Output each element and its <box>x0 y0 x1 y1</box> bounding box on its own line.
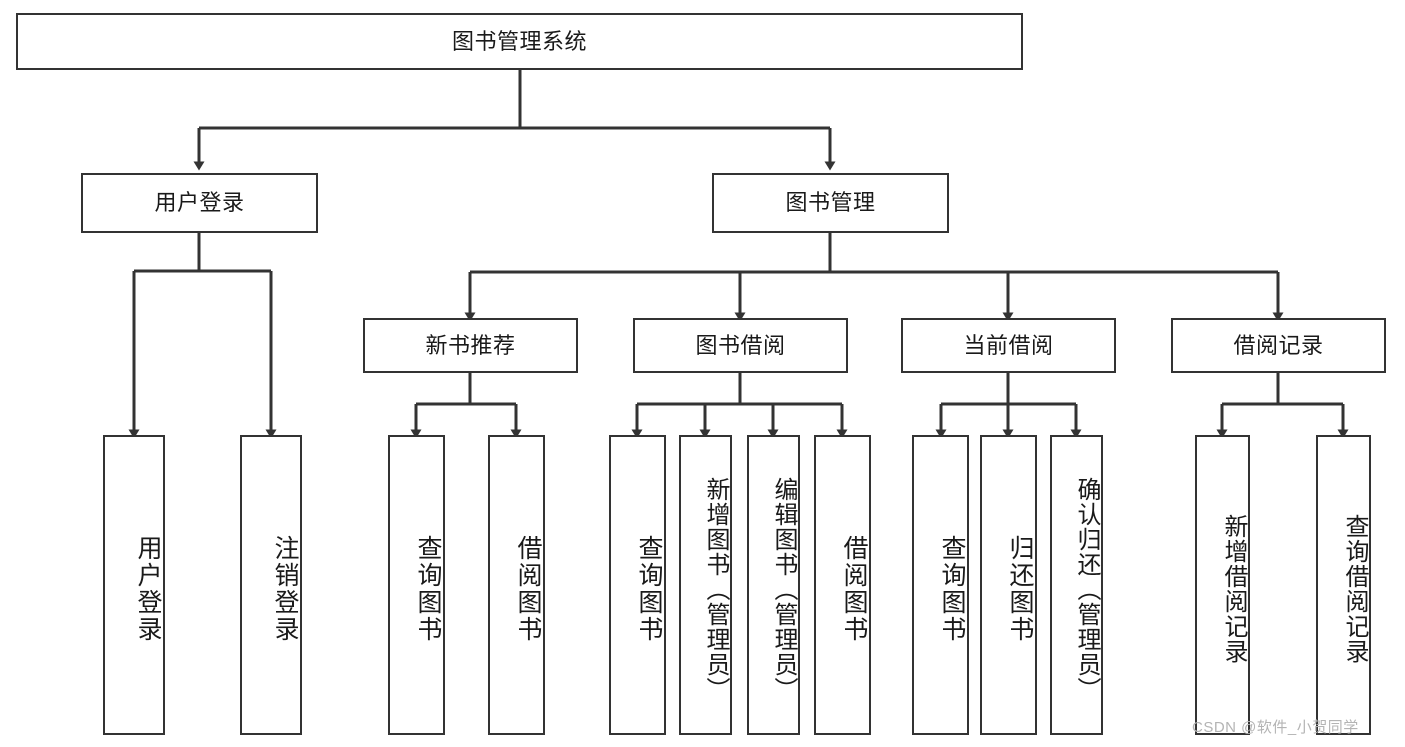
node-new-book-recommend[interactable]: 新书推荐 <box>363 318 578 373</box>
node-leaf-add-book[interactable]: 新增图书（管理员） <box>679 435 732 735</box>
node-leaf-edit-book[interactable]: 编辑图书（管理员） <box>747 435 800 735</box>
node-leaf-return-book[interactable]: 归还图书 <box>980 435 1037 735</box>
node-leaf-borrow-book-1[interactable]: 借阅图书 <box>488 435 545 735</box>
node-root-system[interactable]: 图书管理系统 <box>16 13 1023 70</box>
node-user-login[interactable]: 用户登录 <box>81 173 318 233</box>
node-leaf-query-book-3[interactable]: 查询图书 <box>912 435 969 735</box>
node-leaf-borrow-book-2[interactable]: 借阅图书 <box>814 435 871 735</box>
watermark-text: CSDN @软件_小贺同学 <box>1192 719 1359 736</box>
node-leaf-confirm-return[interactable]: 确认归还（管理员） <box>1050 435 1103 735</box>
node-book-manage[interactable]: 图书管理 <box>712 173 949 233</box>
node-current-borrow[interactable]: 当前借阅 <box>901 318 1116 373</box>
node-leaf-query-book-2[interactable]: 查询图书 <box>609 435 666 735</box>
node-leaf-query-record[interactable]: 查询借阅记录 <box>1316 435 1371 735</box>
node-leaf-logout-login[interactable]: 注销登录 <box>240 435 302 735</box>
node-borrow-record[interactable]: 借阅记录 <box>1171 318 1386 373</box>
node-leaf-query-book-1[interactable]: 查询图书 <box>388 435 445 735</box>
node-leaf-user-login[interactable]: 用户登录 <box>103 435 165 735</box>
node-leaf-add-record[interactable]: 新增借阅记录 <box>1195 435 1250 735</box>
node-book-borrow[interactable]: 图书借阅 <box>633 318 848 373</box>
